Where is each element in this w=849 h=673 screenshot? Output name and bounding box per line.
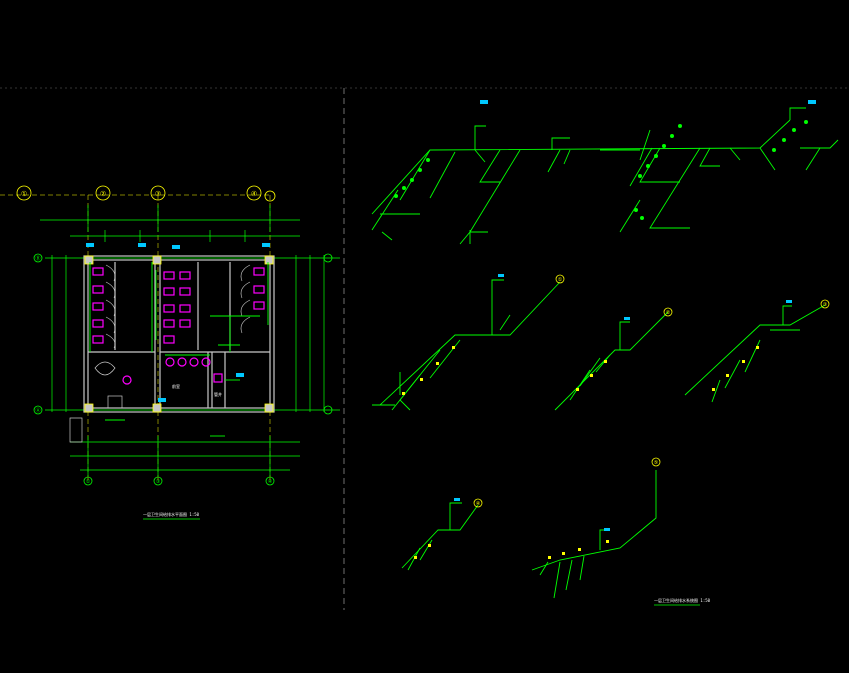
system-bubble-1: ① [558, 277, 563, 283]
dimension-lines-top [40, 205, 300, 242]
system-4-pipe [401, 504, 479, 569]
toilet-partitions-left [105, 264, 116, 349]
system-1-pipe [379, 281, 561, 406]
dimension-lines-bottom [70, 436, 300, 476]
system-2-pipe [554, 311, 669, 411]
axon-title: 一层卫生间给排水系统图 1:50 [654, 597, 711, 606]
system-bubbles [473, 274, 830, 508]
axis-label-top-2: ② [100, 190, 106, 198]
axon-title-text: 一层卫生间给排水系统图 1:50 [654, 597, 711, 603]
axis-label-bottom-2: ③ [156, 479, 161, 485]
axis-label-top-3: ③ [155, 190, 161, 198]
axis-bubbles-bottom [83, 476, 275, 486]
axis-label-left-a: Ⓐ [35, 407, 40, 414]
room-label-shaft: 管井 [214, 391, 222, 397]
plan-title-text: 一层卫生间给排水平面图 1:50 [143, 511, 200, 517]
axis-bubbles-left [33, 253, 333, 415]
room-labels: 前室 管井 [172, 383, 222, 397]
axis-label-top-4: ④ [251, 190, 257, 198]
toilet-fixtures-left [92, 267, 104, 344]
axon-valves [394, 100, 816, 559]
axis-label-bottom-3: ④ [268, 479, 273, 485]
wash-area [69, 361, 123, 443]
axis-label-top-1: ① [21, 190, 27, 198]
columns [84, 255, 274, 413]
axonometric-system [371, 107, 839, 599]
system-bubble-labels: ① ② ③ ④ ⑤ [476, 277, 828, 507]
toilet-partitions-right [240, 264, 251, 334]
dimension-lines-side [45, 255, 340, 412]
toilet-fixtures-middle [163, 271, 191, 344]
axis-label-bottom-1: ① [86, 479, 91, 485]
system-bubble-2: ② [666, 310, 671, 316]
system-5-pipe [531, 470, 657, 571]
axis-bubble-labels: ① ② ③ ④ [21, 190, 257, 198]
sink-fixtures [122, 357, 223, 385]
plan-title: 一层卫生间给排水平面图 1:50 [143, 511, 200, 520]
axis-bubbles-top [16, 185, 276, 202]
system-bubble-3: ③ [823, 302, 828, 308]
system-bubble-4: ④ [476, 501, 481, 507]
walls [83, 255, 275, 413]
plan-pipes [89, 262, 269, 437]
axis-label-left-b: Ⓑ [35, 255, 40, 262]
axis-bubble-labels-bottom: ① ③ ④ Ⓑ Ⓐ [35, 255, 272, 485]
top-header-pipe [371, 119, 791, 215]
riser-tags [86, 243, 270, 402]
system-bubble-5: ⑤ [654, 460, 659, 466]
toilet-fixtures-right [253, 267, 265, 310]
system-3-pipe [684, 304, 826, 396]
sheet-frame [0, 87, 849, 610]
floor-plan: ① ② ③ ④ ① ③ ④ Ⓑ Ⓐ 前室 管井 一层卫生间给排水平面图 1:50 [0, 185, 340, 520]
axis-lines [0, 194, 271, 480]
room-label-lobby: 前室 [172, 383, 180, 389]
